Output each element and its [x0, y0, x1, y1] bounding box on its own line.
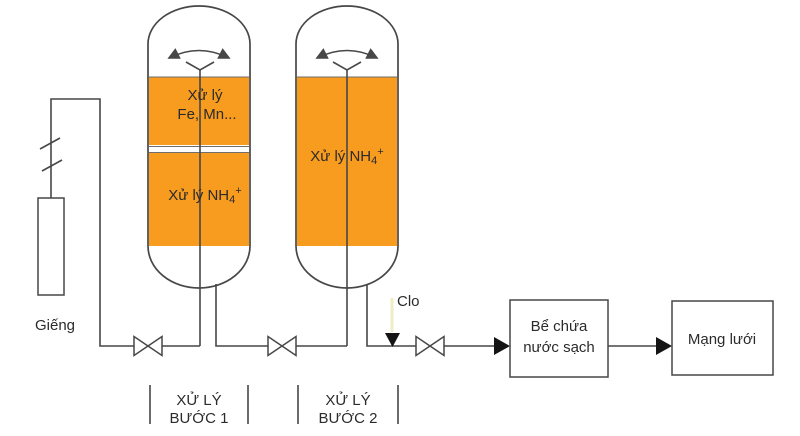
valve-icon-interstage: [267, 335, 297, 357]
tank2-label: Xử lý NH4+: [310, 146, 383, 167]
stage2-bracket: [297, 385, 399, 424]
flow-arrowhead-to-tank-icon: [494, 337, 510, 355]
network-label: Mạng lưới: [688, 331, 756, 348]
clean-water-tank-label-line2: nước sạch: [523, 339, 595, 356]
flow-arrowhead-to-network-icon: [656, 337, 672, 355]
well-symbol: [37, 197, 65, 296]
tank1-top-label-line2: Fe, Mn...: [177, 106, 236, 123]
tank1-outlet-pipe: [215, 284, 347, 347]
tank1-shell: [147, 5, 251, 289]
tank2-rotation-arrow-icon: [315, 48, 379, 59]
stage2-label-line2: BƯỚC 2: [318, 410, 377, 427]
tank2-shell: [295, 5, 399, 289]
well-label: Giếng: [35, 317, 75, 334]
valve-icon-outlet: [415, 335, 445, 357]
tank2-outlet-pipe: [366, 284, 494, 347]
tank2-distributor-icon: [332, 61, 362, 71]
tank1-rotation-arrow-icon: [167, 48, 231, 59]
clean-water-tank-label-line1: Bể chứa: [531, 318, 588, 335]
tank1-distributor-icon: [185, 61, 215, 71]
stage1-label-line2: BƯỚC 1: [169, 410, 228, 427]
valve-icon-well: [133, 335, 163, 357]
tank1-nh4-media: [149, 153, 249, 246]
tank1-media-divider-lines: [149, 76, 249, 153]
stage2-label-line1: XỬ LÝ: [325, 391, 370, 409]
tank1-fe-mn-media: [149, 77, 249, 145]
pipe-break-icon: [39, 137, 63, 172]
tank1-top-label-line1: Xử lý: [187, 87, 223, 104]
stage1-label-line1: XỬ LÝ: [176, 391, 221, 409]
stage1-bracket: [149, 385, 249, 424]
clean-water-tank-box: [509, 299, 609, 378]
tank1-bottom-label: Xử lý NH4+: [168, 185, 241, 206]
network-box: [671, 300, 774, 376]
chlorine-label: Clo: [397, 293, 420, 310]
chlorine-injection-point-icon: [385, 333, 400, 347]
